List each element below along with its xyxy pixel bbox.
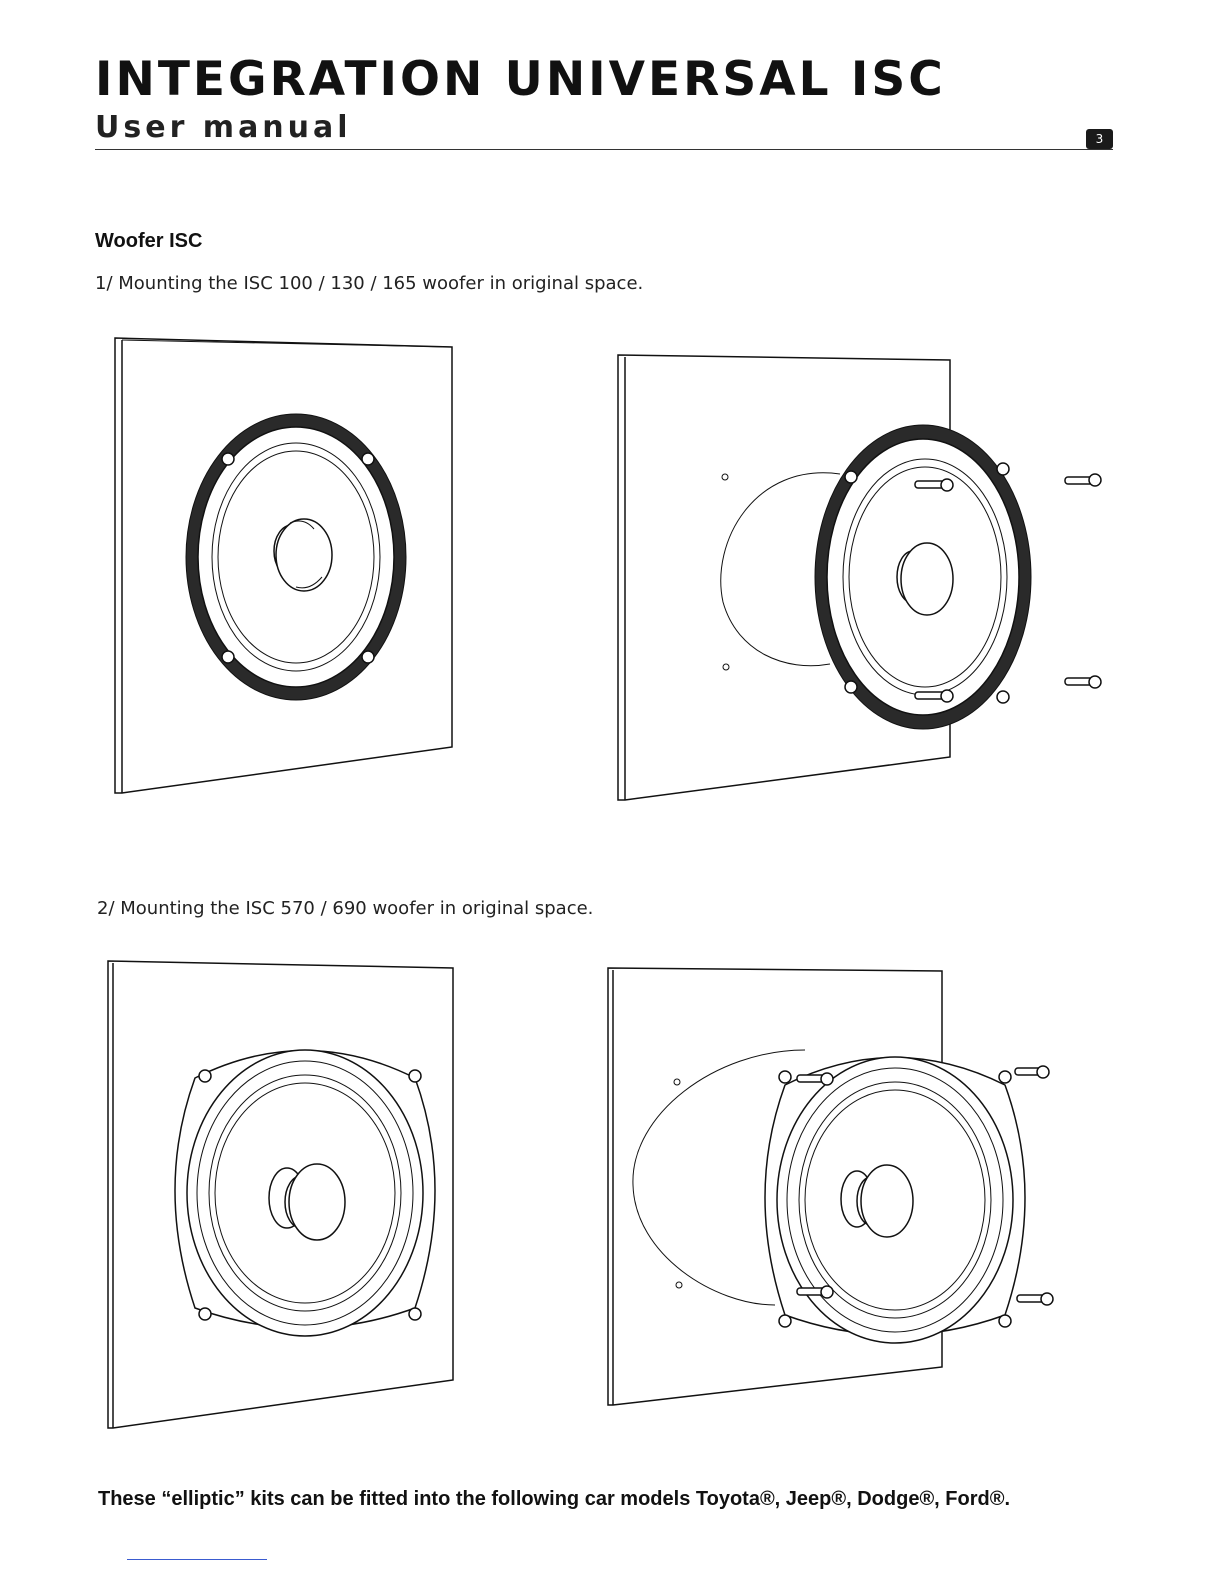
round-speaker-installed-icon: [112, 335, 462, 800]
round-woofer-mounted-figure: [112, 335, 462, 800]
footer-link-underline: [127, 1559, 267, 1560]
elliptic-woofer-exploded-figure: [605, 965, 1060, 1410]
step-1-label: 1/ Mounting the ISC 100 / 130 / 165 woof…: [95, 273, 643, 294]
page-number-badge: 3: [1086, 129, 1113, 149]
page-subtitle: User manual: [95, 110, 352, 146]
round-woofer-exploded-figure: [615, 352, 1115, 807]
screw-icon: [1065, 474, 1101, 486]
screw-icon: [1017, 1293, 1053, 1305]
step-2-label: 2/ Mounting the ISC 570 / 690 woofer in …: [97, 898, 593, 919]
screw-icon: [1065, 676, 1101, 688]
screw-icon: [1015, 1066, 1049, 1078]
oval-speaker-exploded-icon: [605, 965, 1060, 1410]
header-divider: [95, 149, 1113, 150]
page-title: INTEGRATION UNIVERSAL ISC: [95, 52, 946, 108]
elliptic-woofer-mounted-figure: [105, 958, 460, 1433]
round-speaker-exploded-icon: [615, 352, 1115, 807]
compatibility-note: These “elliptic” kits can be fitted into…: [98, 1488, 1010, 1511]
oval-speaker-installed-icon: [105, 958, 460, 1433]
section-heading: Woofer ISC: [95, 230, 202, 253]
